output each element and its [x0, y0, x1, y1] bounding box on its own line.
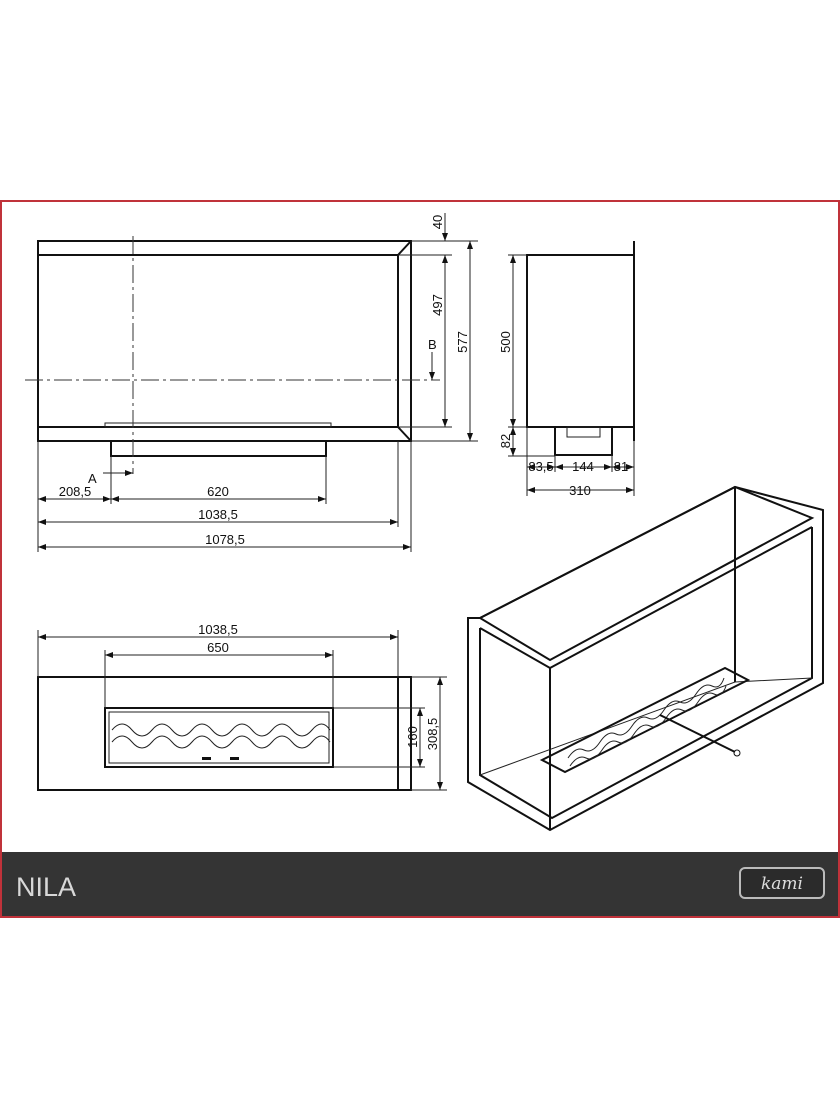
- dim-side-right: 81: [614, 459, 628, 474]
- dim-side-height: 500: [498, 331, 513, 353]
- dim-inner-width: 1038,5: [198, 507, 238, 522]
- dim-outer-height: 577: [455, 331, 470, 353]
- top-view: 1038,5 650 160 308,5: [37, 622, 447, 791]
- drawing-frame: [0, 200, 840, 918]
- product-name: NILA: [16, 872, 76, 902]
- isometric-view: [467, 485, 824, 832]
- kami-logo: kami: [739, 867, 825, 899]
- dim-top-width: 1038,5: [198, 622, 238, 637]
- footer-band: [2, 852, 838, 916]
- dim-top: 40: [430, 215, 445, 229]
- dim-top-burner-width: 160: [405, 726, 420, 748]
- svg-text:kami: kami: [761, 874, 803, 894]
- marker-a: A: [88, 471, 97, 486]
- front-view: A 208,5 620 1038,5 1078,5 40 497 577 B: [25, 213, 478, 552]
- dim-inner-height: 497: [430, 294, 445, 316]
- marker-b: B: [428, 337, 437, 352]
- dim-outer-width: 1078,5: [205, 532, 245, 547]
- dim-top-burner-length: 650: [207, 640, 229, 655]
- dim-top-depth: 308,5: [425, 718, 440, 751]
- dim-side-depth: 310: [569, 483, 591, 498]
- side-view: 500 82 83,5 144 81 310: [498, 241, 635, 498]
- dim-offset: 208,5: [59, 484, 92, 499]
- dim-burner: 620: [207, 484, 229, 499]
- dim-side-left: 83,5: [528, 459, 553, 474]
- dim-side-base: 82: [498, 434, 513, 448]
- dim-side-burner: 144: [572, 459, 594, 474]
